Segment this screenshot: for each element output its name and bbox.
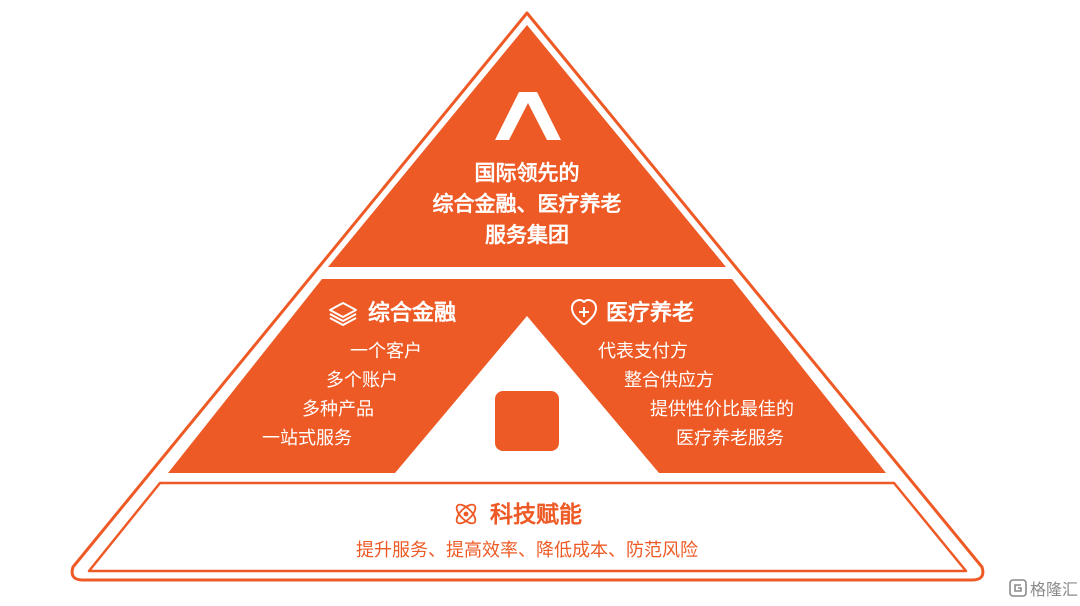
- gelonghui-logo-icon: [1009, 579, 1027, 597]
- house-window: [495, 391, 559, 451]
- finance-item: 一站式服务: [262, 428, 352, 449]
- finance-item: 多种产品: [302, 399, 374, 420]
- chevron-up-icon: [495, 92, 561, 140]
- finance-item: 多个账户: [326, 370, 398, 391]
- health-item: 整合供应方: [624, 370, 714, 391]
- finance-item: 一个客户: [350, 341, 422, 362]
- heart-plus-icon: [571, 299, 597, 325]
- layers-icon: [329, 302, 357, 326]
- health-item: 医疗养老服务: [676, 428, 784, 449]
- apex-line-2: 综合金融、医疗养老: [433, 192, 622, 216]
- finance-title: 综合金融: [368, 300, 456, 326]
- atom-icon: [455, 503, 477, 525]
- apex-line-1: 国际领先的: [475, 161, 580, 185]
- foundation-tier: [87, 481, 968, 573]
- watermark-text: 格隆汇: [1030, 580, 1078, 599]
- apex-tier: [328, 25, 726, 267]
- foundation-subtitle: 提升服务、提高效率、降低成本、防范风险: [356, 540, 698, 561]
- pyramid-outline: [70, 11, 985, 582]
- foundation-title: 科技赋能: [490, 501, 582, 528]
- health-item: 代表支付方: [598, 341, 688, 362]
- health-title: 医疗养老: [606, 300, 694, 326]
- apex-line-3: 服务集团: [485, 223, 569, 247]
- health-item: 提供性价比最佳的: [650, 399, 794, 420]
